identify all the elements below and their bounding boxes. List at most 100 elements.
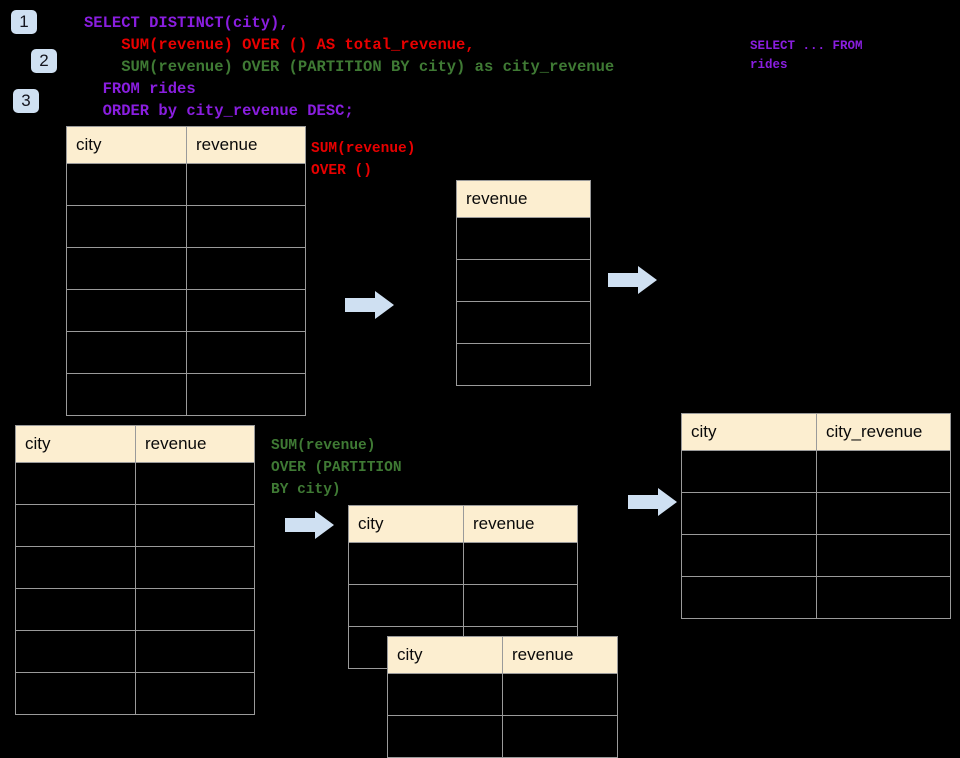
cell-city-revenue [816, 534, 951, 577]
cell-revenue [456, 343, 591, 386]
cell-revenue [135, 630, 255, 673]
cell-revenue [502, 673, 618, 716]
cell-city [387, 715, 503, 758]
right-arrow-icon [628, 488, 677, 516]
arrow-to-partition [285, 510, 335, 545]
table-row [348, 542, 578, 585]
table-header-row: city revenue [348, 505, 578, 543]
table-row [66, 205, 306, 248]
cell-city [15, 546, 136, 589]
cell-revenue [135, 588, 255, 631]
column-header-revenue: revenue [502, 636, 618, 674]
cell-revenue [502, 715, 618, 758]
cell-revenue [186, 289, 306, 332]
step-badge-1[interactable]: 1 [11, 10, 37, 34]
table-row [66, 247, 306, 290]
right-arrow-icon [285, 511, 334, 539]
cell-revenue [186, 331, 306, 374]
cell-city [66, 163, 187, 206]
annotation-over-partition: SUM(revenue) OVER (PARTITION BY city) [271, 438, 402, 498]
right-arrow-icon [608, 266, 657, 294]
cell-city [66, 373, 187, 416]
table-row [66, 163, 306, 206]
table-row [348, 584, 578, 627]
cell-city [15, 588, 136, 631]
column-header-revenue: revenue [135, 425, 255, 463]
cell-city-revenue [816, 576, 951, 619]
table-total-revenue: revenue [456, 180, 591, 386]
cell-city-revenue [816, 450, 951, 493]
cell-revenue [135, 504, 255, 547]
annotation-over-empty: SUM(revenue) OVER () [311, 141, 416, 179]
cell-city [66, 331, 187, 374]
table-row [456, 259, 591, 302]
table-row [456, 343, 591, 386]
table-row [681, 492, 951, 535]
cell-revenue [135, 546, 255, 589]
column-header-revenue: revenue [186, 126, 306, 164]
column-header-city: city [15, 425, 136, 463]
cell-revenue [456, 259, 591, 302]
cell-city [15, 462, 136, 505]
cell-city-revenue [816, 492, 951, 535]
table-source-top: city revenue [66, 126, 306, 416]
cell-revenue [456, 217, 591, 260]
table-row [681, 450, 951, 493]
table-row [15, 462, 255, 505]
cell-city [348, 542, 464, 585]
arrow-partition-to-result [628, 487, 678, 522]
column-header-city: city [387, 636, 503, 674]
table-row [15, 630, 255, 673]
step-badge-2[interactable]: 2 [31, 49, 57, 73]
sql-line-from: FROM rides [84, 80, 196, 98]
sql-line-total-revenue: SUM(revenue) OVER () AS total_revenue, [84, 36, 475, 54]
arrow-to-total-revenue [345, 290, 395, 325]
slide-canvas: 1 2 3 SELECT DISTINCT(city), SUM(revenue… [11, 10, 951, 758]
cell-revenue [186, 163, 306, 206]
cell-city [15, 630, 136, 673]
column-header-city: city [66, 126, 187, 164]
table-row [456, 217, 591, 260]
table-row [681, 534, 951, 577]
right-arrow-icon [345, 291, 394, 319]
cell-revenue [463, 542, 578, 585]
cell-revenue [135, 462, 255, 505]
column-header-city: city [681, 413, 817, 451]
table-row [15, 546, 255, 589]
column-header-revenue: revenue [463, 505, 578, 543]
table-header-row: city revenue [387, 636, 618, 674]
step-badge-3[interactable]: 3 [13, 89, 39, 113]
table-header-row: city city_revenue [681, 413, 951, 451]
table-result: city city_revenue [681, 413, 951, 619]
cell-revenue [463, 584, 578, 627]
cell-city [15, 504, 136, 547]
table-row [15, 504, 255, 547]
arrow-total-revenue-to-result [608, 265, 658, 300]
table-header-row: city revenue [15, 425, 255, 463]
table-row [15, 672, 255, 715]
cell-revenue [186, 205, 306, 248]
table-row [66, 373, 306, 416]
sidenote-select-from-rides: SELECT ... FROM rides [750, 39, 863, 72]
table-partition-front: city revenue [387, 636, 618, 758]
table-row [681, 576, 951, 619]
table-row [387, 673, 618, 716]
cell-city [681, 534, 817, 577]
cell-revenue [456, 301, 591, 344]
cell-city [681, 576, 817, 619]
sql-line-select: SELECT DISTINCT(city), [84, 14, 289, 32]
cell-city [681, 492, 817, 535]
cell-city [681, 450, 817, 493]
cell-city [66, 205, 187, 248]
table-row [15, 588, 255, 631]
sql-line-city-revenue: SUM(revenue) OVER (PARTITION BY city) as… [84, 58, 615, 76]
table-row [66, 331, 306, 374]
sql-line-order-by: ORDER by city_revenue DESC; [84, 102, 354, 120]
column-header-city-revenue: city_revenue [816, 413, 951, 451]
column-header-city: city [348, 505, 464, 543]
cell-revenue [135, 672, 255, 715]
table-row [387, 715, 618, 758]
cell-city [66, 289, 187, 332]
cell-city [387, 673, 503, 716]
cell-city [66, 247, 187, 290]
